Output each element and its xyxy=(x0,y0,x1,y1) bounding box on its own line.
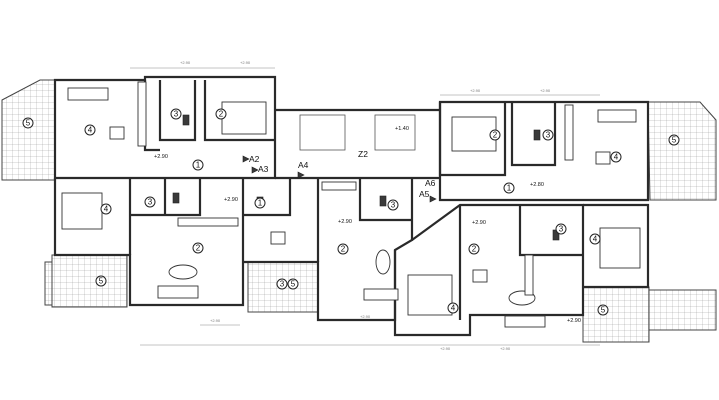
room-marker: 2 xyxy=(215,108,227,120)
svg-text:3: 3 xyxy=(148,198,153,207)
svg-text:+2.90: +2.90 xyxy=(360,314,371,319)
room-marker: 3 xyxy=(387,199,399,211)
room-marker: 4 xyxy=(589,233,601,245)
label-a2: A2 xyxy=(249,154,260,164)
room-marker: 1 xyxy=(254,197,266,209)
room-marker: 5 xyxy=(668,134,680,146)
room-marker: 3 xyxy=(276,278,288,290)
svg-text:1: 1 xyxy=(507,184,512,193)
terrace-left-bottom xyxy=(51,254,128,308)
terraces xyxy=(1,79,717,343)
room-marker: 1 xyxy=(503,182,515,194)
label-a5: A5 xyxy=(419,189,430,199)
svg-text:4: 4 xyxy=(88,126,93,135)
svg-text:+2.90: +2.90 xyxy=(567,318,581,324)
svg-text:+2.90: +2.90 xyxy=(154,154,168,160)
terrace-right-top xyxy=(647,101,717,201)
svg-text:+2.90: +2.90 xyxy=(472,220,486,226)
room-marker: 3 xyxy=(170,108,182,120)
svg-text:+2.90: +2.90 xyxy=(338,219,352,225)
room-marker: 2 xyxy=(468,243,480,255)
room-marker: 2 xyxy=(337,243,349,255)
room-marker: 5 xyxy=(22,117,34,129)
furniture xyxy=(61,81,641,328)
svg-text:3: 3 xyxy=(174,110,179,119)
svg-text:+2.90: +2.90 xyxy=(180,60,191,65)
terrace-left-bottom-ext xyxy=(44,261,53,306)
label-a6: A6 xyxy=(425,178,436,188)
svg-text:3: 3 xyxy=(280,280,285,289)
level-markers: +2.90 +2.90 +2.90 +2.90 +2.80 +2.90 +1.4… xyxy=(154,126,581,324)
label-a3: A3 xyxy=(258,164,269,174)
terrace-right-bottom-ext xyxy=(648,289,717,331)
svg-text:+2.90: +2.90 xyxy=(540,88,551,93)
svg-text:2: 2 xyxy=(472,245,477,254)
room-marker: 5 xyxy=(95,275,107,287)
room-marker: 3 xyxy=(555,223,567,235)
svg-text:+2.90: +2.90 xyxy=(470,88,481,93)
svg-text:+2.90: +2.90 xyxy=(240,60,251,65)
room-marker: 4 xyxy=(84,124,96,136)
room-marker: 4 xyxy=(447,302,459,314)
room-marker: 3 xyxy=(144,196,156,208)
room-markers: 5 4 3 2 1 4 3 2 5 1 3 5 2 3 4 2 2 1 3 4 … xyxy=(22,108,680,316)
terrace-left-top xyxy=(1,79,56,181)
room-marker: 3 xyxy=(542,129,554,141)
svg-text:+2.90: +2.90 xyxy=(440,346,451,351)
svg-text:3: 3 xyxy=(391,201,396,210)
room-marker: 4 xyxy=(100,203,112,215)
room-marker: 5 xyxy=(287,278,299,290)
svg-text:5: 5 xyxy=(672,136,677,145)
room-marker: 1 xyxy=(192,159,204,171)
svg-text:1: 1 xyxy=(258,199,263,208)
room-marker: 4 xyxy=(610,151,622,163)
label-a4: A4 xyxy=(298,160,309,170)
svg-text:+2.90: +2.90 xyxy=(500,346,511,351)
svg-text:4: 4 xyxy=(593,235,598,244)
svg-text:3: 3 xyxy=(546,131,551,140)
room-marker: 2 xyxy=(489,129,501,141)
svg-text:5: 5 xyxy=(26,119,31,128)
svg-text:3: 3 xyxy=(559,225,564,234)
entry-labels: A2 A3 A4 A5 A6 Z2 xyxy=(242,149,437,203)
terrace-right-bottom xyxy=(582,286,650,343)
svg-text:5: 5 xyxy=(601,306,606,315)
svg-text:5: 5 xyxy=(291,280,296,289)
svg-text:2: 2 xyxy=(196,244,201,253)
svg-text:+2.80: +2.80 xyxy=(530,182,544,188)
dimension-lines: +2.90 +2.90 +2.90 +2.90 +2.90 +2.90 +2.9… xyxy=(130,60,600,351)
svg-text:+1.40: +1.40 xyxy=(395,126,409,132)
svg-text:2: 2 xyxy=(341,245,346,254)
room-marker: 5 xyxy=(597,304,609,316)
svg-text:2: 2 xyxy=(219,110,224,119)
svg-text:4: 4 xyxy=(614,153,619,162)
svg-text:2: 2 xyxy=(493,131,498,140)
walls xyxy=(53,75,650,337)
svg-text:1: 1 xyxy=(196,161,201,170)
svg-text:4: 4 xyxy=(104,205,109,214)
label-z2: Z2 xyxy=(358,149,368,159)
svg-text:4: 4 xyxy=(451,304,456,313)
room-marker: 2 xyxy=(192,242,204,254)
svg-text:+2.90: +2.90 xyxy=(210,318,221,323)
svg-text:5: 5 xyxy=(99,277,104,286)
svg-text:+2.90: +2.90 xyxy=(224,197,238,203)
